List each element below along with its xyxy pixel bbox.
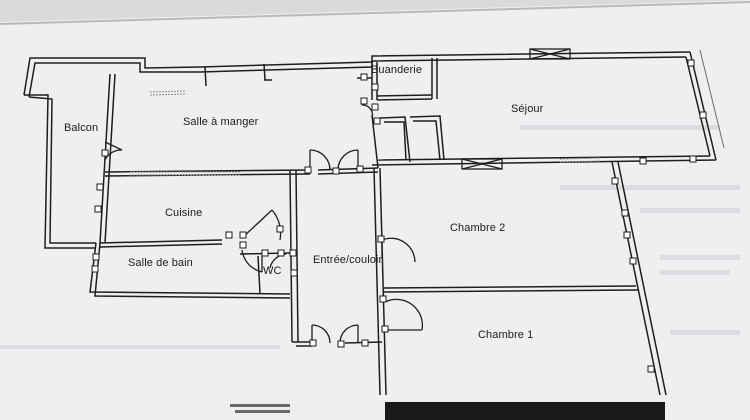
room-label-cuisine: Cuisine (165, 207, 203, 219)
room-label-chambre-2: Chambre 2 (450, 222, 506, 234)
room-label-sejour: Séjour (511, 103, 544, 115)
paper-edge (0, 1, 750, 25)
outer-walls (23, 51, 717, 396)
room-label-balcon: Balcon (64, 122, 99, 134)
radiator-marks (461, 48, 571, 170)
room-label-buanderie: Buanderie (371, 64, 423, 76)
room-label-chambre-1: Chambre 1 (478, 329, 534, 341)
wall-node-marks (91, 59, 707, 373)
room-label-wc: WC (263, 265, 282, 277)
bottom-smudges (230, 404, 290, 413)
door-swings (104, 104, 424, 344)
room-label-entree-couloir: Entrée/couloir (313, 254, 383, 266)
bottom-dark-strip (385, 402, 665, 420)
room-label-salle-a-manger: Salle à manger (183, 116, 259, 128)
faint-background-text (0, 125, 740, 349)
windows (130, 49, 725, 176)
room-label-salle-de-bain: Salle de bain (128, 257, 193, 269)
